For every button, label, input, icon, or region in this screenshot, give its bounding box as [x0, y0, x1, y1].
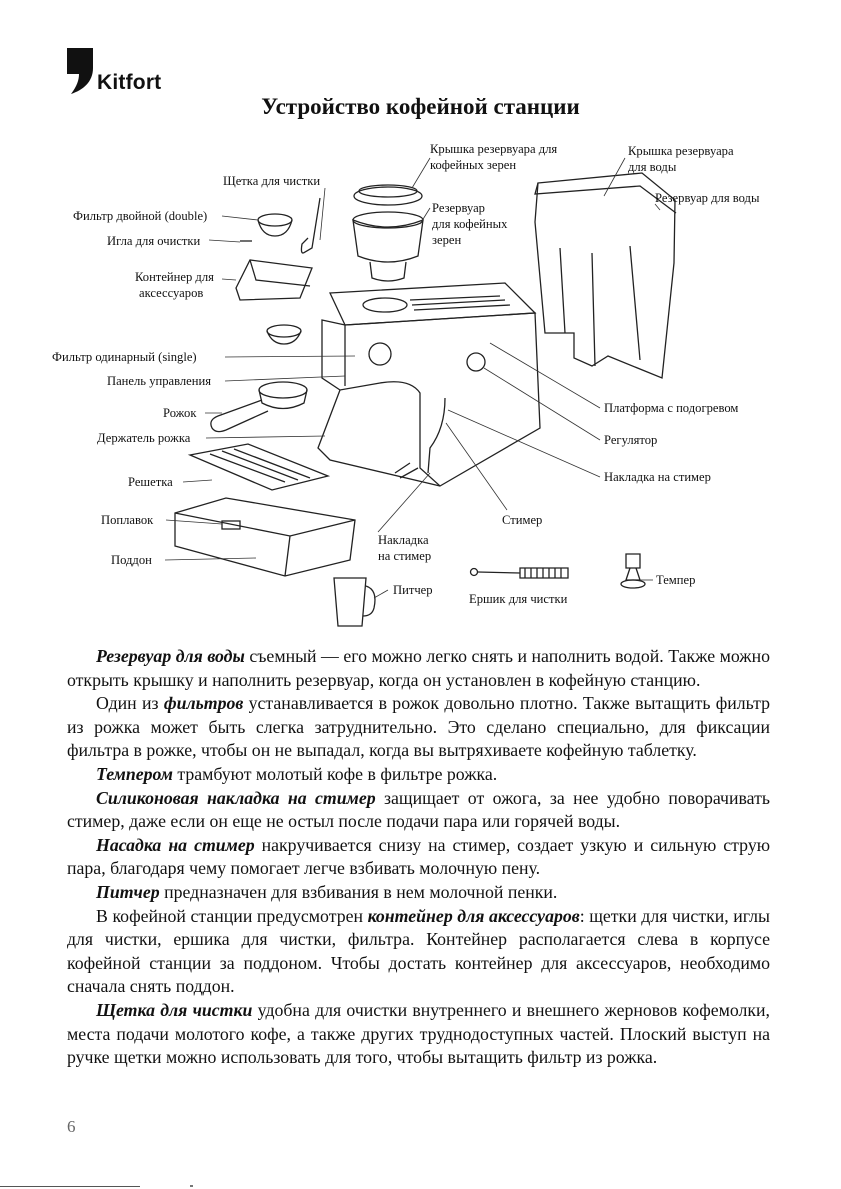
- label-cleaning-brush: Щетка для чистки: [223, 174, 320, 188]
- label-double-filter: Фильтр двойной (double): [73, 209, 207, 223]
- leader-lines: [164, 157, 661, 599]
- platform-grooves: [409, 295, 511, 311]
- label-regulator: Регулятор: [604, 433, 657, 447]
- label-bean-hopper-1: Резервуар: [432, 201, 485, 215]
- brand-name: Kitfort: [97, 71, 162, 94]
- portafilter-basket: [258, 381, 308, 399]
- bean-hopper-neck: [369, 261, 407, 282]
- pitcher-shape: [333, 577, 367, 627]
- small-brush-loop: [469, 567, 479, 577]
- label-pitcher: Питчер: [393, 583, 433, 597]
- drip-base-shape: [317, 389, 441, 487]
- label-cleaning-needle: Игла для очистки: [107, 234, 201, 248]
- float-shape: [221, 520, 241, 530]
- tray-edges: [174, 512, 356, 577]
- diagram-labels: Крышка резервуара для кофейных зерен Кры…: [52, 142, 760, 606]
- bean-hopper-shape: [352, 218, 424, 263]
- bean-hopper-lid-top: [358, 184, 418, 198]
- grid-shape: [187, 443, 331, 491]
- label-portafilter: Рожок: [163, 406, 197, 420]
- water-tank-lid-shape: [534, 182, 677, 214]
- bean-hopper-lid-shape: [353, 186, 423, 206]
- regulator-knob: [466, 352, 486, 372]
- label-tamper: Темпер: [656, 573, 695, 587]
- label-water-tank: Резервуар для воды: [655, 191, 760, 205]
- diagram-drawing: [174, 172, 677, 627]
- label-steamer-nozzle-1: Накладка: [378, 533, 429, 547]
- label-bean-hopper-lid-1: Крышка резервуара для: [430, 142, 557, 156]
- grid-slots: [209, 448, 311, 483]
- tamper-handle-shape: [625, 553, 641, 569]
- label-steamer: Стимер: [502, 513, 542, 527]
- label-small-brush: Ершик для чистки: [469, 592, 568, 606]
- coffee-station-diagram: Крышка резервуара для кофейных зерен Кры…: [52, 142, 760, 627]
- label-water-tank-lid-1: Крышка резервуара: [628, 144, 734, 158]
- small-brush-bristles: [519, 567, 569, 579]
- water-tank-ribs: [559, 245, 641, 367]
- kitfort-logo-icon: [67, 48, 93, 94]
- steam-wand-shape: [427, 397, 446, 474]
- single-filter-bowl: [266, 330, 302, 345]
- accessory-container-inner: [249, 259, 311, 287]
- grinder-opening: [362, 297, 408, 313]
- footer-rule: [0, 1186, 140, 1187]
- accessory-container-shape: [235, 259, 313, 301]
- footer-mark: [190, 1185, 193, 1187]
- paragraph-filters: Один из фильтров устанавливается в рожок…: [67, 693, 770, 761]
- cleaning-brush-shape: [300, 197, 321, 254]
- control-panel-knob: [368, 342, 392, 366]
- bean-hopper-rim: [352, 211, 424, 229]
- label-tray: Поддон: [111, 553, 152, 567]
- label-grid: Решетка: [128, 475, 173, 489]
- water-tank-shape: [534, 172, 676, 379]
- paragraph-tamper: Темпером трамбуют молотый кофе в фильтре…: [96, 763, 498, 784]
- paragraph-steamer-nozzle: Насадка на стимер накручивается снизу на…: [67, 834, 770, 879]
- label-single-filter: Фильтр одинарный (single): [52, 350, 197, 364]
- label-heated-platform: Платформа с подогревом: [604, 401, 738, 415]
- label-bean-hopper-2: для кофейных: [432, 217, 508, 231]
- label-portafilter-holder: Держатель рожка: [97, 431, 191, 445]
- label-steamer-cover: Накладка на стимер: [604, 470, 711, 484]
- double-filter-shape: [257, 213, 293, 227]
- paragraph-cleaning-brush: Щетка для чистки удобна для очистки внут…: [67, 999, 770, 1068]
- portafilter-body: [258, 389, 308, 410]
- tamper-neck: [625, 567, 641, 581]
- paragraph-accessory-container: В кофейной станции предусмотрен контейне…: [67, 905, 770, 997]
- page-number: 6: [67, 1117, 76, 1136]
- tamper-base: [620, 579, 646, 589]
- brand-logo: Kitfort: [65, 48, 161, 94]
- label-bean-hopper-3: зерен: [432, 233, 461, 247]
- paragraph-water-tank: Резервуар для воды съемный — его можно л…: [67, 646, 770, 690]
- page-title: Устройство кофейной станции: [261, 94, 580, 119]
- label-bean-hopper-lid-2: кофейных зерен: [430, 158, 516, 172]
- label-control-panel: Панель управления: [107, 374, 211, 388]
- small-brush-handle: [477, 571, 521, 574]
- label-accessory-container-1: Контейнер для: [135, 270, 214, 284]
- label-accessory-container-2: аксессуаров: [139, 286, 203, 300]
- label-water-tank-lid-2: для воды: [628, 160, 677, 174]
- tray-shape: [174, 497, 356, 577]
- portafilter-handle: [210, 399, 269, 433]
- double-filter-bowl: [257, 219, 293, 237]
- machine-body-shape: [321, 312, 541, 487]
- pitcher-handle: [362, 585, 376, 617]
- label-steamer-nozzle-2: на стимер: [378, 549, 431, 563]
- description-text: Резервуар для воды съемный — его можно л…: [67, 645, 770, 1070]
- paragraph-silicone-cover: Силиконовая накладка на стимер защищает …: [67, 787, 770, 832]
- paragraph-pitcher: Питчер предназначен для взбивания в нем …: [96, 881, 558, 902]
- base-vent: [394, 462, 419, 479]
- single-filter-shape: [266, 324, 302, 338]
- label-float: Поплавок: [101, 513, 154, 527]
